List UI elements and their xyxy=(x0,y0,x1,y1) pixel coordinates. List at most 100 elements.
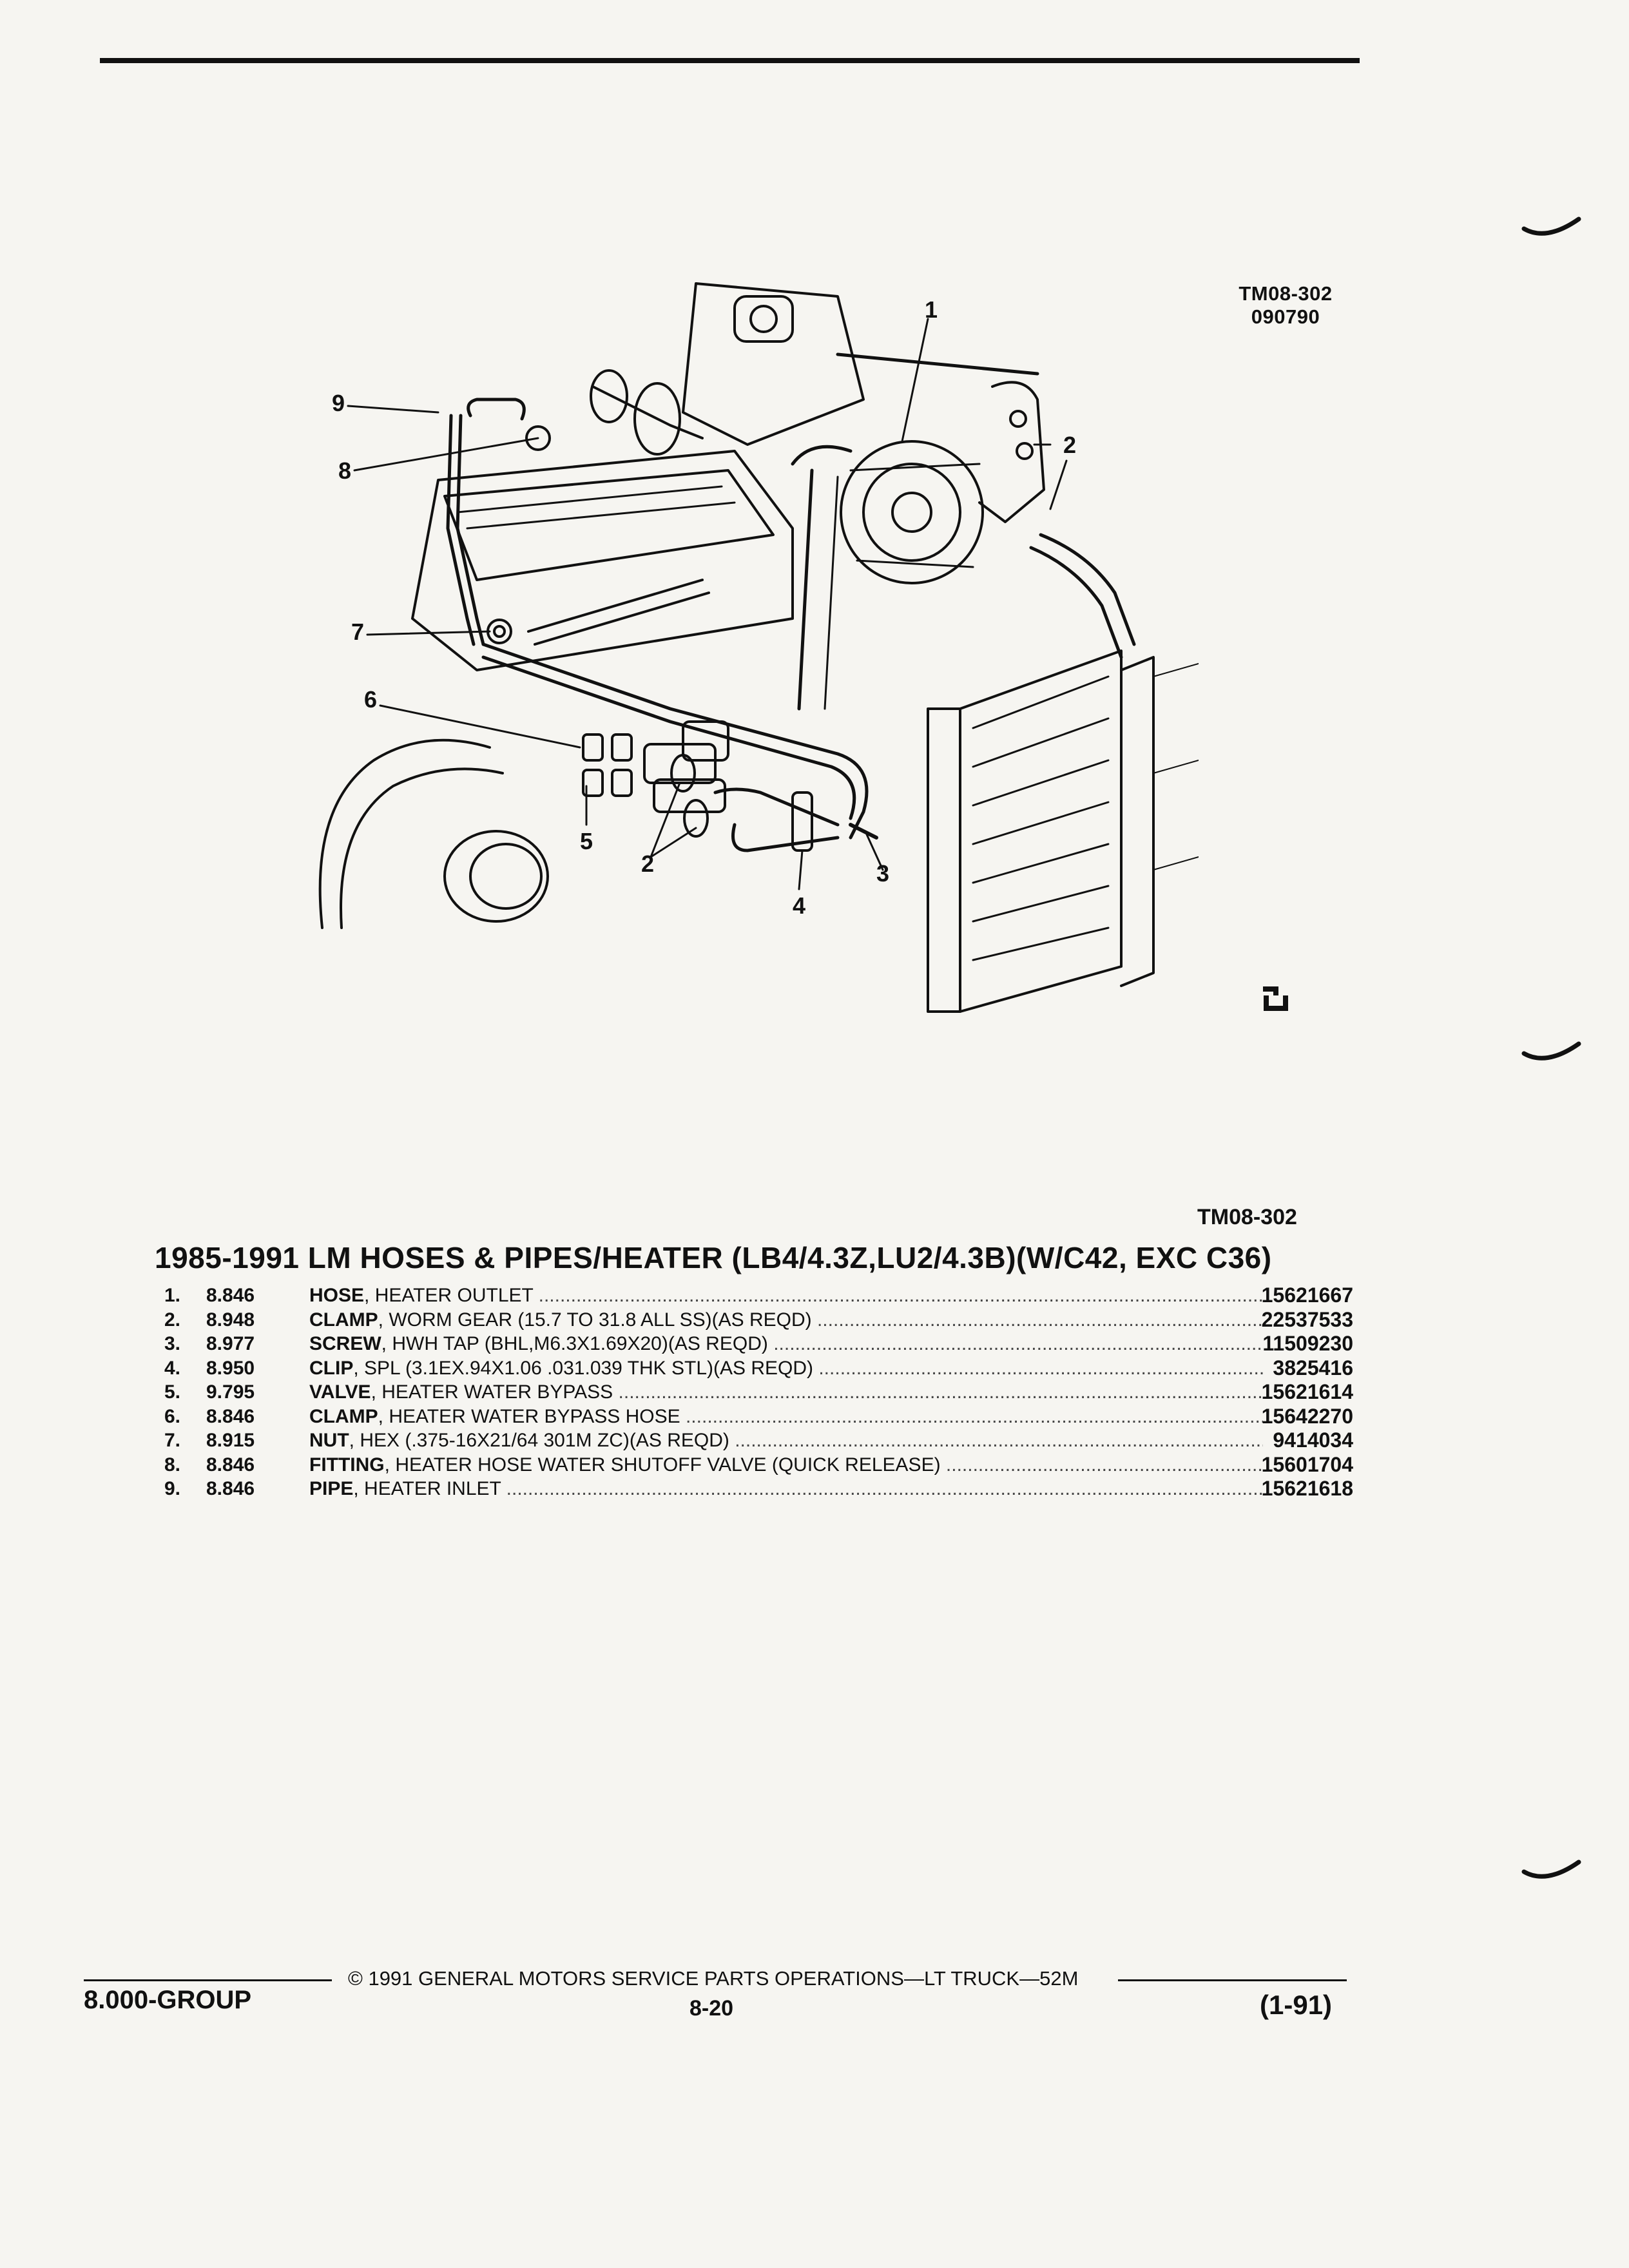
item-number: 3. xyxy=(164,1333,181,1354)
page-title: 1985-1991 LM HOSES & PIPES/HEATER (LB4/4… xyxy=(155,1241,1272,1274)
footer-date: (1-91) xyxy=(1260,1990,1333,2020)
part-number: 3825416 xyxy=(1273,1356,1353,1379)
binding-mark-middle xyxy=(1521,1041,1581,1061)
parts-list: 1. 8.846 HOSE, HEATER OUTLET ...........… xyxy=(164,1283,1353,1501)
parts-row: 9. 8.846 PIPE, HEATER INLET ............… xyxy=(164,1477,1353,1501)
part-number: 15621618 xyxy=(1261,1477,1353,1500)
part-name: CLIP xyxy=(309,1357,354,1379)
part-detail: , HEATER OUTLET xyxy=(364,1285,534,1306)
item-number: 6. xyxy=(164,1405,181,1427)
part-number: 15642270 xyxy=(1261,1404,1353,1428)
figure-reference-bottom: TM08-302 xyxy=(1197,1205,1297,1229)
binding-mark-top xyxy=(1521,216,1581,236)
footer-rule-right xyxy=(1118,1979,1347,1981)
part-description: CLAMP, WORM GEAR (15.7 TO 31.8 ALL SS)(A… xyxy=(309,1308,1263,1332)
callout-1: 1 xyxy=(925,296,938,323)
part-number: 9414034 xyxy=(1273,1428,1353,1452)
part-description: CLAMP, HEATER WATER BYPASS HOSE ........… xyxy=(309,1405,1263,1429)
leader-dots: ........................................… xyxy=(818,1357,1263,1379)
header-rule xyxy=(100,58,1360,63)
item-number: 1. xyxy=(164,1285,181,1306)
part-number: 22537533 xyxy=(1261,1307,1353,1331)
item-number: 5. xyxy=(164,1381,181,1403)
item-number: 2. xyxy=(164,1309,181,1331)
item-number: 9. xyxy=(164,1478,181,1499)
item-number: 8. xyxy=(164,1454,181,1475)
part-detail: , HEATER WATER BYPASS HOSE xyxy=(378,1405,680,1427)
part-description: PIPE, HEATER INLET .....................… xyxy=(309,1477,1263,1501)
group-number: 8.846 xyxy=(206,1454,255,1475)
parts-row: 5. 9.795 VALVE, HEATER WATER BYPASS ....… xyxy=(164,1380,1353,1405)
group-number: 8.846 xyxy=(206,1405,255,1427)
group-number: 9.795 xyxy=(206,1381,255,1403)
callout-7: 7 xyxy=(351,619,365,645)
part-description: FITTING, HEATER HOSE WATER SHUTOFF VALVE… xyxy=(309,1453,1263,1477)
leader-dots: ........................................… xyxy=(945,1454,1263,1475)
part-description: VALVE, HEATER WATER BYPASS .............… xyxy=(309,1380,1263,1405)
part-description: CLIP, SPL (3.1EX.94X1.06 .031.039 THK ST… xyxy=(309,1356,1263,1381)
callout-6: 6 xyxy=(364,686,378,713)
leader-dots: ........................................… xyxy=(501,1478,1263,1499)
parts-row: 4. 8.950 CLIP, SPL (3.1EX.94X1.06 .031.0… xyxy=(164,1356,1353,1381)
part-name: FITTING xyxy=(309,1454,385,1475)
callout-5: 5 xyxy=(580,828,593,854)
part-number: 15601704 xyxy=(1261,1452,1353,1476)
group-number: 8.846 xyxy=(206,1478,255,1499)
item-number: 7. xyxy=(164,1430,181,1451)
binding-mark-bottom xyxy=(1521,1860,1581,1879)
parts-row: 2. 8.948 CLAMP, WORM GEAR (15.7 TO 31.8 … xyxy=(164,1308,1353,1332)
leader-dots: ........................................… xyxy=(533,1285,1263,1306)
leader-dots: ........................................… xyxy=(816,1309,1263,1331)
group-number: 8.948 xyxy=(206,1309,255,1331)
part-detail: , HEATER INLET xyxy=(353,1478,501,1499)
part-number: 11509230 xyxy=(1262,1332,1353,1355)
callout-2-upper: 2 xyxy=(1063,432,1077,458)
page-number: 8-20 xyxy=(689,1996,734,2021)
footer-copyright: © 1991 GENERAL MOTORS SERVICE PARTS OPER… xyxy=(348,1967,1079,1990)
part-number: 15621614 xyxy=(1261,1380,1353,1403)
leader-dots: ........................................… xyxy=(685,1405,1263,1427)
callout-2-lower: 2 xyxy=(641,850,655,877)
gm-logo-icon xyxy=(1263,986,1288,1011)
part-detail: , SPL (3.1EX.94X1.06 .031.039 THK STL)(A… xyxy=(353,1357,814,1379)
part-name: VALVE xyxy=(309,1381,371,1403)
part-description: HOSE, HEATER OUTLET ....................… xyxy=(309,1283,1263,1308)
parts-row: 1. 8.846 HOSE, HEATER OUTLET ...........… xyxy=(164,1283,1353,1308)
figure-reference-top: TM08-302 090790 xyxy=(1228,282,1344,329)
parts-row: 7. 8.915 NUT, HEX (.375-16X21/64 301M ZC… xyxy=(164,1428,1353,1453)
group-number: 8.915 xyxy=(206,1430,255,1451)
part-description: NUT, HEX (.375-16X21/64 301M ZC)(AS REQD… xyxy=(309,1428,1263,1453)
part-name: CLAMP xyxy=(309,1309,378,1331)
engine-illustration: 1 2 2 3 4 5 6 7 8 9 xyxy=(284,258,1199,1031)
part-name: NUT xyxy=(309,1430,349,1451)
parts-row: 8. 8.846 FITTING, HEATER HOSE WATER SHUT… xyxy=(164,1453,1353,1477)
part-detail: , HEX (.375-16X21/64 301M ZC)(AS REQD) xyxy=(349,1430,729,1451)
leader-dots: ........................................… xyxy=(773,1333,1263,1354)
part-name: CLAMP xyxy=(309,1405,378,1427)
group-number: 8.846 xyxy=(206,1285,255,1306)
group-number: 8.977 xyxy=(206,1333,255,1354)
callout-8: 8 xyxy=(338,457,352,484)
parts-row: 3. 8.977 SCREW, HWH TAP (BHL,M6.3X1.69X2… xyxy=(164,1332,1353,1356)
item-number: 4. xyxy=(164,1357,181,1379)
part-number: 15621667 xyxy=(1261,1283,1353,1307)
leader-dots: ........................................… xyxy=(618,1381,1263,1403)
figure-date: 090790 xyxy=(1251,305,1320,328)
parts-row: 6. 8.846 CLAMP, HEATER WATER BYPASS HOSE… xyxy=(164,1405,1353,1429)
part-detail: , HEATER WATER BYPASS xyxy=(371,1381,613,1403)
part-detail: , WORM GEAR (15.7 TO 31.8 ALL SS)(AS REQ… xyxy=(378,1309,812,1331)
group-number: 8.950 xyxy=(206,1357,255,1379)
part-name: PIPE xyxy=(309,1478,354,1499)
part-description: SCREW, HWH TAP (BHL,M6.3X1.69X20)(AS REQ… xyxy=(309,1332,1263,1356)
part-detail: , HWH TAP (BHL,M6.3X1.69X20)(AS REQD) xyxy=(381,1333,768,1354)
part-detail: , HEATER HOSE WATER SHUTOFF VALVE (QUICK… xyxy=(384,1454,941,1475)
part-name: HOSE xyxy=(309,1285,365,1306)
callout-4: 4 xyxy=(793,892,806,919)
footer-group-label: 8.000-GROUP xyxy=(84,1986,252,2014)
callout-9: 9 xyxy=(332,390,345,416)
leader-dots: ........................................… xyxy=(735,1430,1263,1451)
footer-rule-left xyxy=(84,1979,332,1981)
callout-3: 3 xyxy=(876,860,890,887)
figure-code: TM08-302 xyxy=(1239,282,1333,305)
part-name: SCREW xyxy=(309,1333,381,1354)
